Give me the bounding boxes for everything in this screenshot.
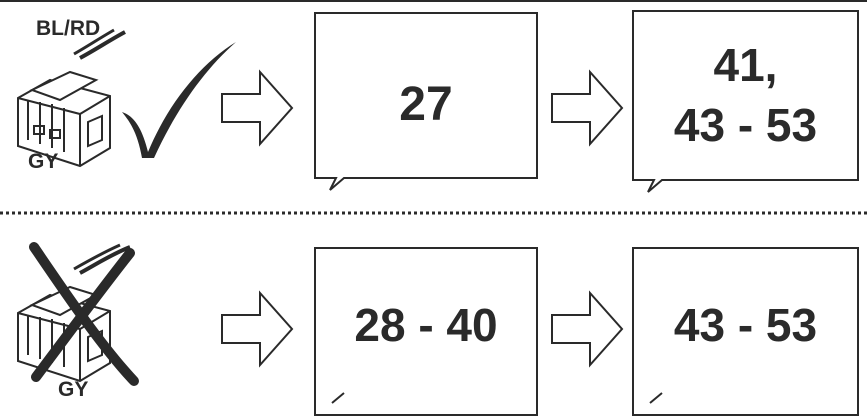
cross-icon — [29, 242, 139, 386]
wire-color-label-bottom: GY — [28, 150, 59, 173]
checkmark-icon — [122, 42, 236, 158]
arrow-icon — [221, 290, 294, 368]
wire-color-label-top: BL/RD — [36, 17, 101, 40]
row-separator — [0, 211, 867, 215]
arrow-icon — [221, 69, 294, 147]
connector-icon — [17, 28, 126, 168]
wire-color-label-bottom: GY — [58, 378, 89, 401]
step-box-1-frame — [314, 12, 538, 191]
step-box-2-text-line1: 41, — [713, 39, 778, 91]
arrow-icon — [551, 69, 624, 147]
step-box-1-text: 27 — [399, 78, 453, 131]
top-border — [0, 0, 867, 2]
step-box-2-text: 43 - 53 — [673, 299, 818, 351]
step-box-1-text: 28 - 40 — [354, 299, 498, 351]
step-box-2-frame — [632, 10, 859, 193]
arrow-icon — [551, 290, 624, 368]
step-box-2-text-line2: 43 - 53 — [673, 99, 818, 151]
